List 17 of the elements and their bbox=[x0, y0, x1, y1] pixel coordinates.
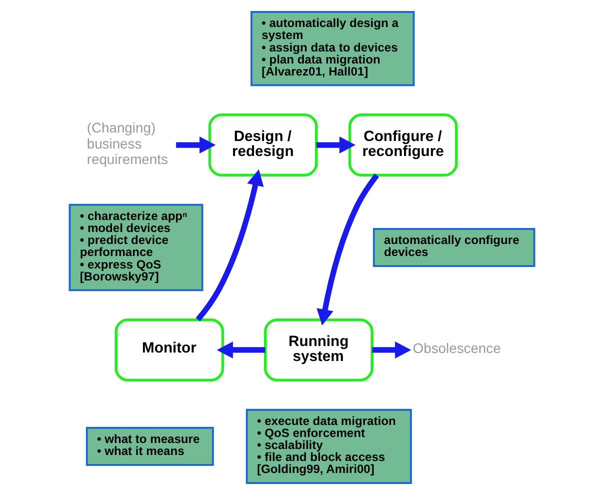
arrow bbox=[176, 136, 216, 154]
node-box: • characterize appⁿ • model devices • predict device performance • express QoS [Borowsky97] bbox=[68, 204, 204, 292]
node-box: Running system bbox=[264, 318, 374, 382]
node-box: Design / redesign bbox=[208, 114, 318, 177]
node-box: Monitor bbox=[114, 318, 224, 382]
arrow bbox=[196, 169, 264, 322]
node-box: • automatically design a system • assign data to devices • plan data migration [Alvarez01, Hall01] bbox=[250, 11, 415, 86]
arrow bbox=[316, 136, 356, 154]
node-text: Obsolescence bbox=[412, 340, 501, 356]
arrow bbox=[216, 341, 266, 358]
node-box: • what to measure • what it means bbox=[86, 426, 214, 466]
node-box: • execute data migration • QoS enforcement • scalability • file and block access [Golding99, Amiri00] bbox=[246, 408, 412, 484]
node-box: Configure / reconfigure bbox=[348, 114, 458, 177]
node-box: automatically configure devices bbox=[372, 228, 536, 267]
arrow bbox=[372, 341, 412, 358]
node-text: (Changing) business requirements bbox=[86, 120, 168, 168]
arrow bbox=[316, 174, 380, 326]
